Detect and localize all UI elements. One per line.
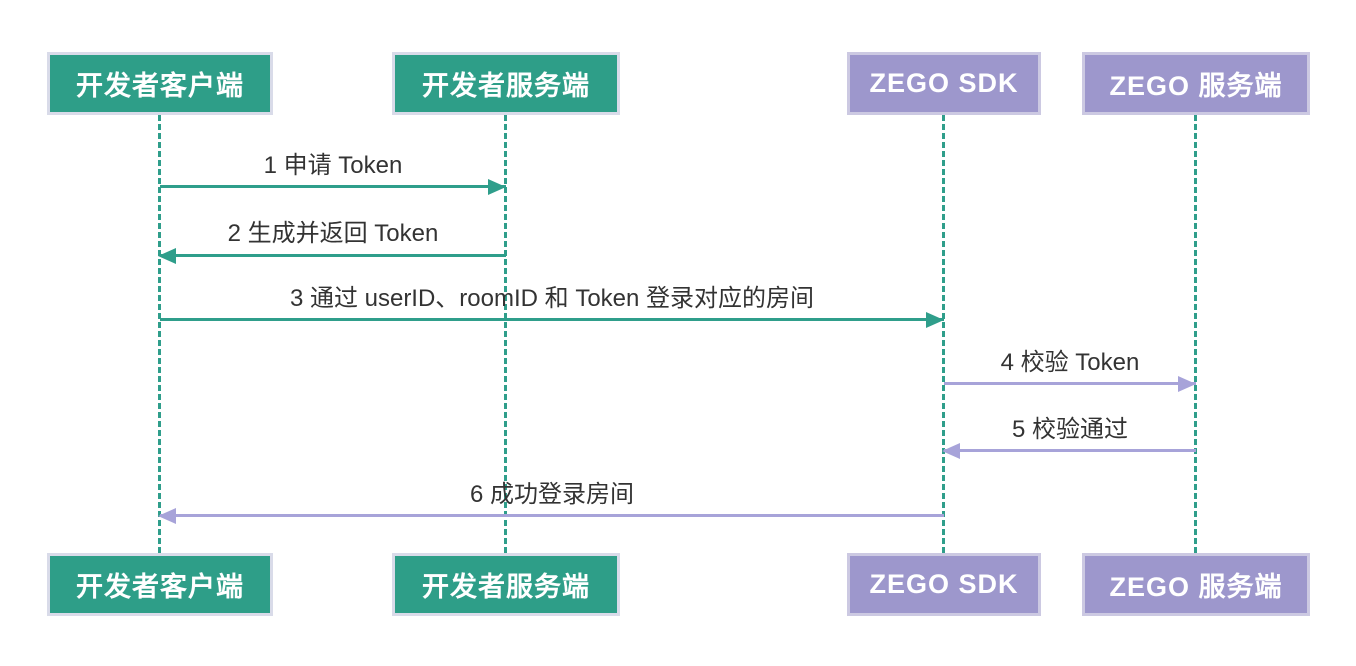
actor-dev-server-label: 开发者服务端 <box>422 71 590 101</box>
actor-dev-server-bottom: 开发者服务端 <box>392 553 620 616</box>
message-2-arrowhead-icon <box>158 248 176 264</box>
actor-dev-client-bottom: 开发者客户端 <box>47 553 273 616</box>
lifeline-dev-server <box>504 115 507 553</box>
actor-zego-sdk-label: ZEGO SDK <box>869 569 1019 599</box>
message-3-label: 3 通过 userID、roomID 和 Token 登录对应的房间 <box>289 285 815 312</box>
actor-dev-client-label: 开发者客户端 <box>76 71 244 101</box>
message-3-arrowhead-icon <box>926 312 944 328</box>
actor-dev-client-top: 开发者客户端 <box>47 52 273 115</box>
message-5-label: 5 校验通过 <box>1011 416 1128 443</box>
actor-zego-sdk-top: ZEGO SDK <box>847 52 1041 115</box>
message-2-line <box>160 254 506 257</box>
message-1-arrowhead-icon <box>488 179 506 195</box>
actor-zego-server-bottom: ZEGO 服务端 <box>1082 553 1310 616</box>
message-3-line <box>160 318 944 321</box>
message-5-line <box>944 449 1196 452</box>
message-6-label: 6 成功登录房间 <box>469 481 634 508</box>
message-4-label: 4 校验 Token <box>1000 349 1140 376</box>
message-4-line <box>944 382 1196 385</box>
message-5-arrowhead-icon <box>942 443 960 459</box>
actor-zego-server-label: ZEGO 服务端 <box>1109 71 1283 101</box>
message-1-label: 1 申请 Token <box>263 152 403 179</box>
lifeline-zego-server <box>1194 115 1197 553</box>
message-6-arrowhead-icon <box>158 508 176 524</box>
actor-zego-sdk-bottom: ZEGO SDK <box>847 553 1041 616</box>
message-6-line <box>160 514 944 517</box>
actor-zego-server-label: ZEGO 服务端 <box>1109 572 1283 602</box>
actor-zego-sdk-label: ZEGO SDK <box>869 68 1019 98</box>
actor-dev-server-label: 开发者服务端 <box>422 572 590 602</box>
lifeline-dev-client <box>158 115 161 553</box>
actor-dev-client-label: 开发者客户端 <box>76 572 244 602</box>
message-2-label: 2 生成并返回 Token <box>227 220 439 247</box>
actor-zego-server-top: ZEGO 服务端 <box>1082 52 1310 115</box>
actor-dev-server-top: 开发者服务端 <box>392 52 620 115</box>
lifeline-zego-sdk <box>942 115 945 553</box>
message-1-line <box>160 185 506 188</box>
message-4-arrowhead-icon <box>1178 376 1196 392</box>
